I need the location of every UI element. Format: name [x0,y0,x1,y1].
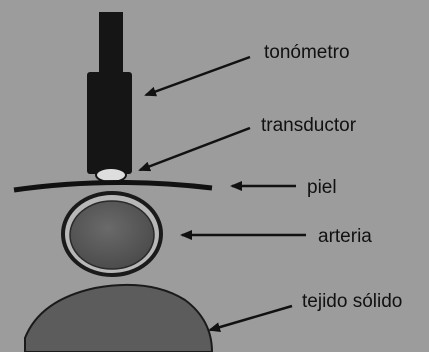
skin-label: piel [307,177,337,198]
transducer-tip [96,168,126,182]
tonometer-body [87,72,132,174]
tonometer-label: tonómetro [264,42,350,63]
artery-lumen [70,201,154,269]
artery [63,193,161,275]
artery-label: arteria [318,226,372,247]
tonometer-shaft [99,12,123,74]
skin-line [14,182,212,190]
transducer-arrow [140,128,250,170]
solid-tissue-label: tejido sólido [302,291,402,312]
tonometer [87,12,132,182]
transducer-label: transductor [261,115,357,136]
tissue-arrow [210,306,292,330]
solid-tissue [25,285,212,352]
tonometer-arrow [146,57,250,95]
